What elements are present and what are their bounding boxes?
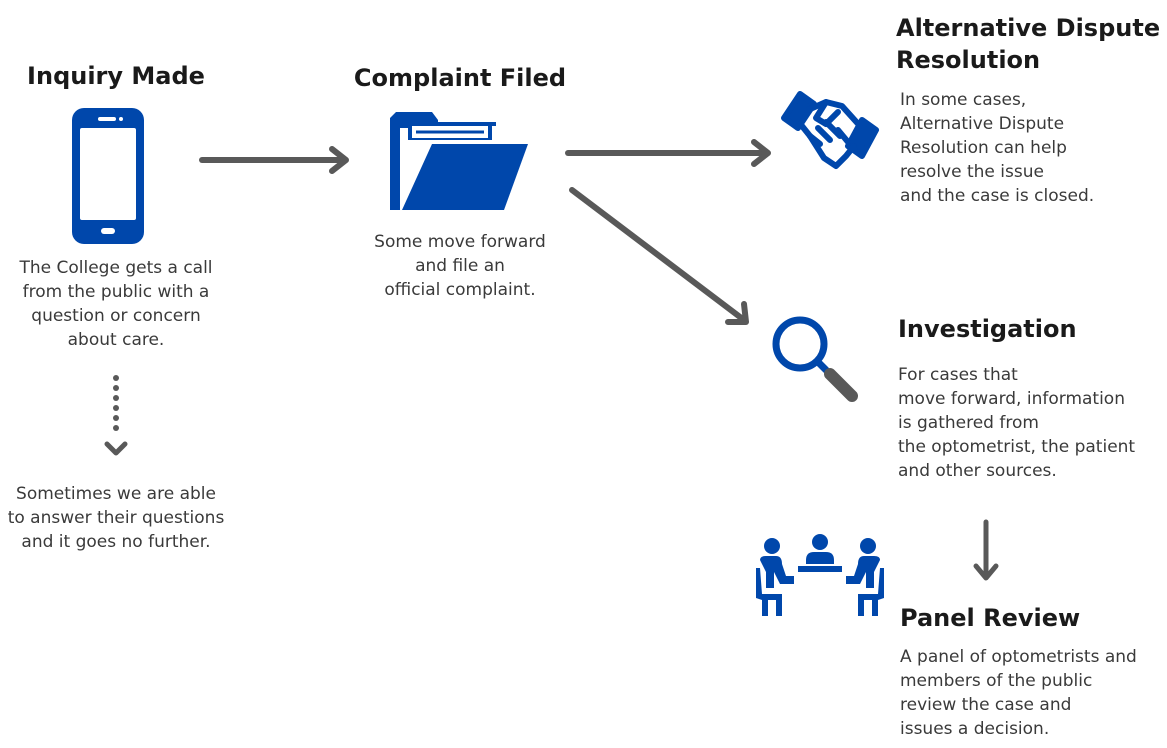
- adr-text-line: Alternative Dispute: [900, 114, 1065, 134]
- inquiry-title: Inquiry Made: [27, 62, 205, 90]
- followup-text-line: and it goes no further.: [21, 532, 211, 552]
- step-complaint: Complaint Filed: [340, 62, 580, 94]
- panel-title: Panel Review: [900, 604, 1081, 632]
- complaint-text-line: Some move forward: [374, 232, 546, 252]
- adr-text-line: and the case is closed.: [900, 186, 1095, 206]
- handshake-icon: [780, 84, 880, 180]
- adr-text-line: Resolution can help: [900, 138, 1067, 158]
- complaint-title: Complaint Filed: [353, 64, 567, 92]
- panel-text-line: A panel of optometrists and: [900, 647, 1137, 667]
- investigation-text-line: move forward, information: [898, 389, 1125, 409]
- adr-description: In some cases, Alternative Dispute Resol…: [900, 88, 1165, 208]
- step-investigation: Investigation: [898, 313, 1158, 345]
- inquiry-text-line: from the public with a: [22, 282, 210, 302]
- complaint-text-line: official complaint.: [384, 280, 536, 300]
- magnifier-icon: [770, 314, 862, 404]
- followup-text-line: Sometimes we are able: [16, 484, 216, 504]
- investigation-title: Investigation: [898, 315, 1077, 343]
- inquiry-description: The College gets a call from the public …: [0, 256, 232, 352]
- phone-icon: [72, 108, 144, 244]
- inquiry-text-line: The College gets a call: [19, 258, 213, 278]
- step-adr: Alternative Dispute Resolution: [896, 12, 1166, 76]
- inquiry-followup: Sometimes we are able to answer their qu…: [0, 482, 232, 554]
- dotted-arrow-down: [102, 372, 130, 464]
- inquiry-text-line: about care.: [67, 330, 165, 350]
- inquiry-text-line: question or concern: [31, 306, 201, 326]
- investigation-text-line: is gathered from: [898, 413, 1039, 433]
- panel-description: A panel of optometrists and members of t…: [900, 645, 1165, 741]
- investigation-text-line: and other sources.: [898, 461, 1057, 481]
- arrow-complaint-to-investigation: [564, 182, 760, 332]
- investigation-description: For cases that move forward, information…: [898, 363, 1166, 483]
- meeting-icon: [756, 532, 884, 616]
- adr-text-line: In some cases,: [900, 90, 1027, 110]
- complaint-description: Some move forward and file an official c…: [340, 230, 580, 302]
- followup-text-line: to answer their questions: [7, 508, 225, 528]
- adr-title-line: Alternative Dispute: [896, 14, 1161, 42]
- investigation-text-line: the optometrist, the patient: [898, 437, 1136, 457]
- arrow-inquiry-to-complaint: [198, 140, 358, 180]
- panel-text-line: members of the public: [900, 671, 1093, 691]
- adr-title: Alternative Dispute Resolution: [896, 12, 1166, 76]
- adr-title-line: Resolution: [896, 46, 1041, 74]
- panel-text-line: review the case and: [900, 695, 1072, 715]
- investigation-text-line: For cases that: [898, 365, 1018, 385]
- step-inquiry: Inquiry Made: [0, 60, 232, 92]
- adr-text-line: resolve the issue: [900, 162, 1044, 182]
- arrow-complaint-to-adr: [564, 136, 780, 176]
- complaint-text-line: and file an: [415, 256, 505, 276]
- folder-icon: [388, 110, 532, 214]
- step-panel: Panel Review: [900, 602, 1165, 634]
- panel-text-line: issues a decision.: [900, 719, 1050, 739]
- arrow-investigation-to-panel: [970, 518, 1002, 586]
